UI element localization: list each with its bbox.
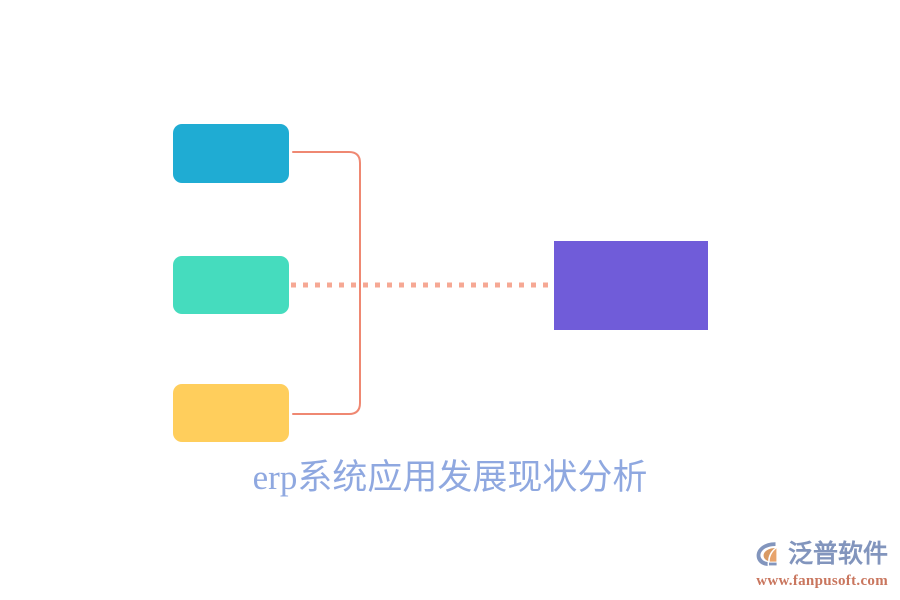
bracket-connector-path [292, 151, 361, 415]
purple-node[interactable] [554, 241, 708, 330]
fanpu-logo-icon [756, 542, 777, 566]
brand-url: www.fanpusoft.com [756, 573, 888, 589]
blue-node[interactable] [173, 124, 289, 183]
green-node[interactable] [173, 256, 289, 314]
diagram-title: erp系统应用发展现状分析 [252, 458, 648, 497]
brand-name: 泛普软件 [787, 539, 888, 568]
brand-row: 泛普软件 [754, 537, 888, 571]
yellow-node[interactable] [173, 384, 289, 442]
brand-watermark: 泛普软件 www.fanpusoft.com [752, 532, 888, 590]
